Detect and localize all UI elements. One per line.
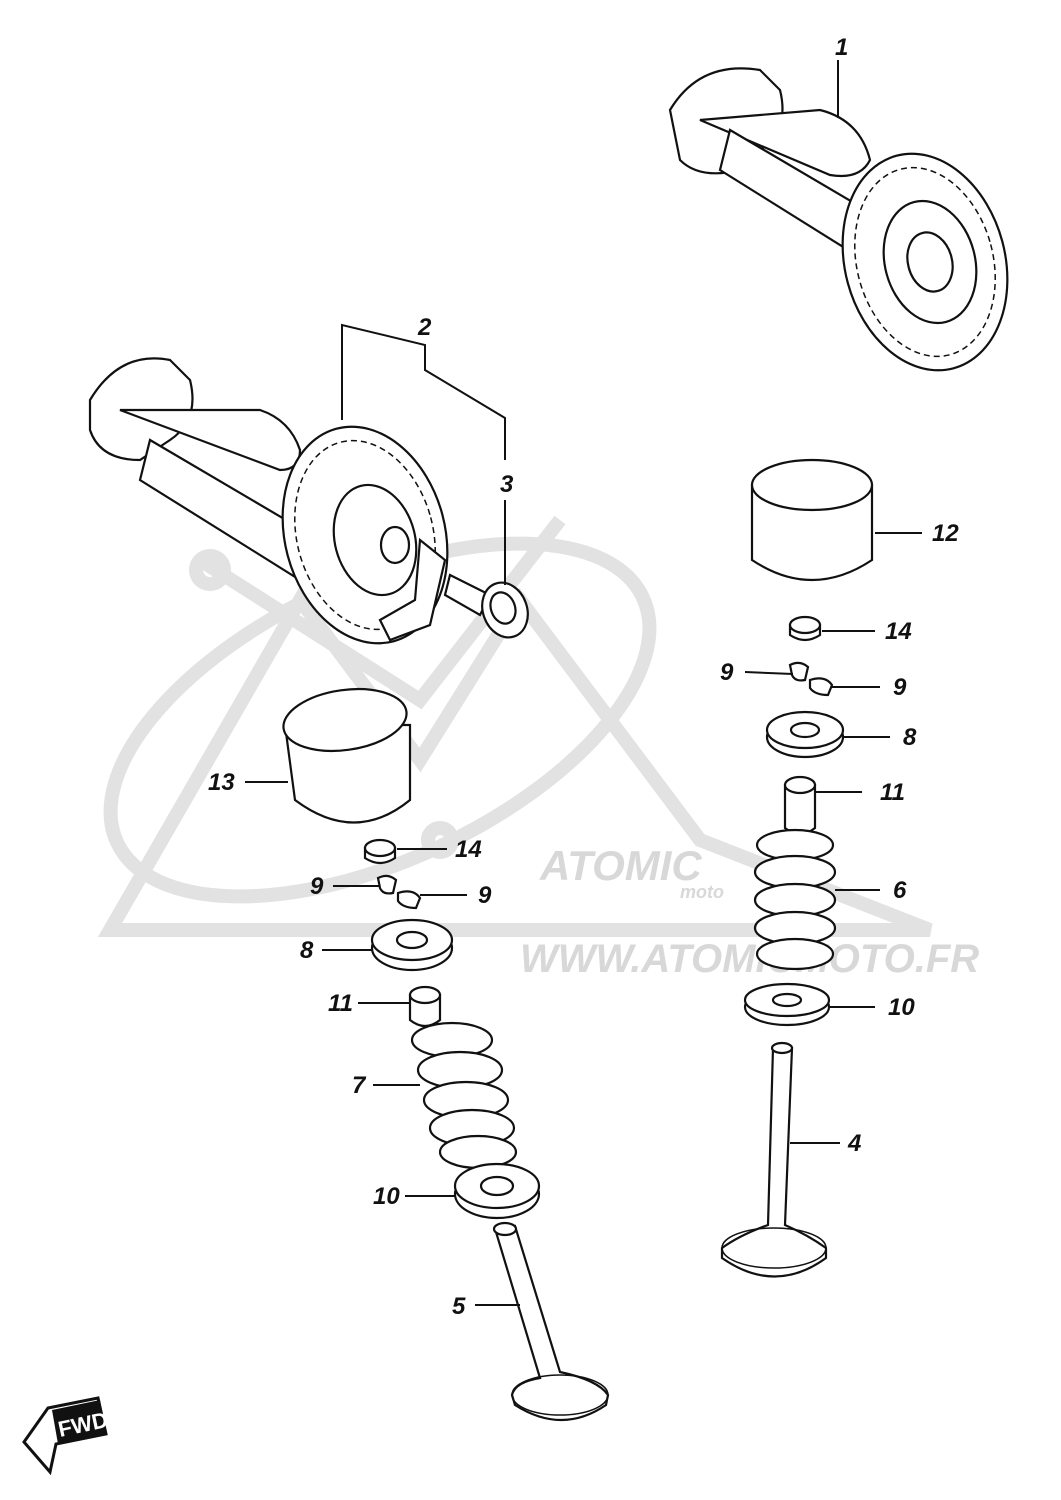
cotter-9-left xyxy=(376,874,422,910)
callout-10-right: 10 xyxy=(888,994,915,1021)
valve-spring-7 xyxy=(410,1021,518,1170)
callout-10-left: 10 xyxy=(373,1183,400,1210)
callout-8-right: 8 xyxy=(903,724,917,751)
retainer-8-right xyxy=(765,710,845,759)
callout-1: 1 xyxy=(835,34,848,61)
valve-4 xyxy=(720,1041,828,1278)
callouts: 1 2 3 4 5 6 7 8 8 9 9 9 9 10 10 11 11 12… xyxy=(208,34,959,1320)
cotter-9-right xyxy=(788,661,834,697)
callout-14-left: 14 xyxy=(455,836,482,863)
valve-seal-11-right xyxy=(783,775,817,836)
watermark-brand: ATOMIC xyxy=(539,842,702,889)
callout-9-left-b: 9 xyxy=(478,882,492,909)
callout-5: 5 xyxy=(452,1293,466,1320)
callout-11-right: 11 xyxy=(880,779,905,806)
watermark-url: WWW.ATOMICMOTO.FR xyxy=(520,937,979,981)
valve-seal-11-left xyxy=(408,985,442,1028)
spring-seat-10-left xyxy=(453,1162,541,1220)
leader-lines xyxy=(245,60,922,1306)
callout-7: 7 xyxy=(352,1072,367,1099)
camshaft-2 xyxy=(88,357,449,645)
callout-6: 6 xyxy=(893,877,907,904)
valve-spring-6 xyxy=(753,828,837,971)
shim-14-right xyxy=(788,615,822,642)
callout-12: 12 xyxy=(932,520,959,547)
callout-4: 4 xyxy=(847,1130,861,1157)
bolt-3 xyxy=(443,573,529,639)
valve-5 xyxy=(492,1221,610,1421)
spring-seat-10-right xyxy=(743,982,831,1027)
fwd-arrow-icon: FWD xyxy=(22,1396,110,1476)
retainer-8-left xyxy=(370,918,454,972)
camshaft-1 xyxy=(668,67,1009,372)
watermark-sub: moto xyxy=(680,882,724,902)
callout-11-left: 11 xyxy=(328,990,353,1017)
tappet-13 xyxy=(282,687,412,824)
callout-9-left-a: 9 xyxy=(310,873,324,900)
callout-8-left: 8 xyxy=(300,937,314,964)
tappet-12 xyxy=(750,458,874,582)
callout-9-right-b: 9 xyxy=(893,674,907,701)
callout-9-right-a: 9 xyxy=(720,659,734,686)
callout-3: 3 xyxy=(500,471,514,498)
watermark-logo: ATOMIC moto WWW.ATOMICMOTO.FR xyxy=(97,515,979,981)
callout-13: 13 xyxy=(208,769,235,796)
shim-14-left xyxy=(363,838,397,865)
callout-14-right: 14 xyxy=(885,618,912,645)
callout-2: 2 xyxy=(417,314,432,341)
